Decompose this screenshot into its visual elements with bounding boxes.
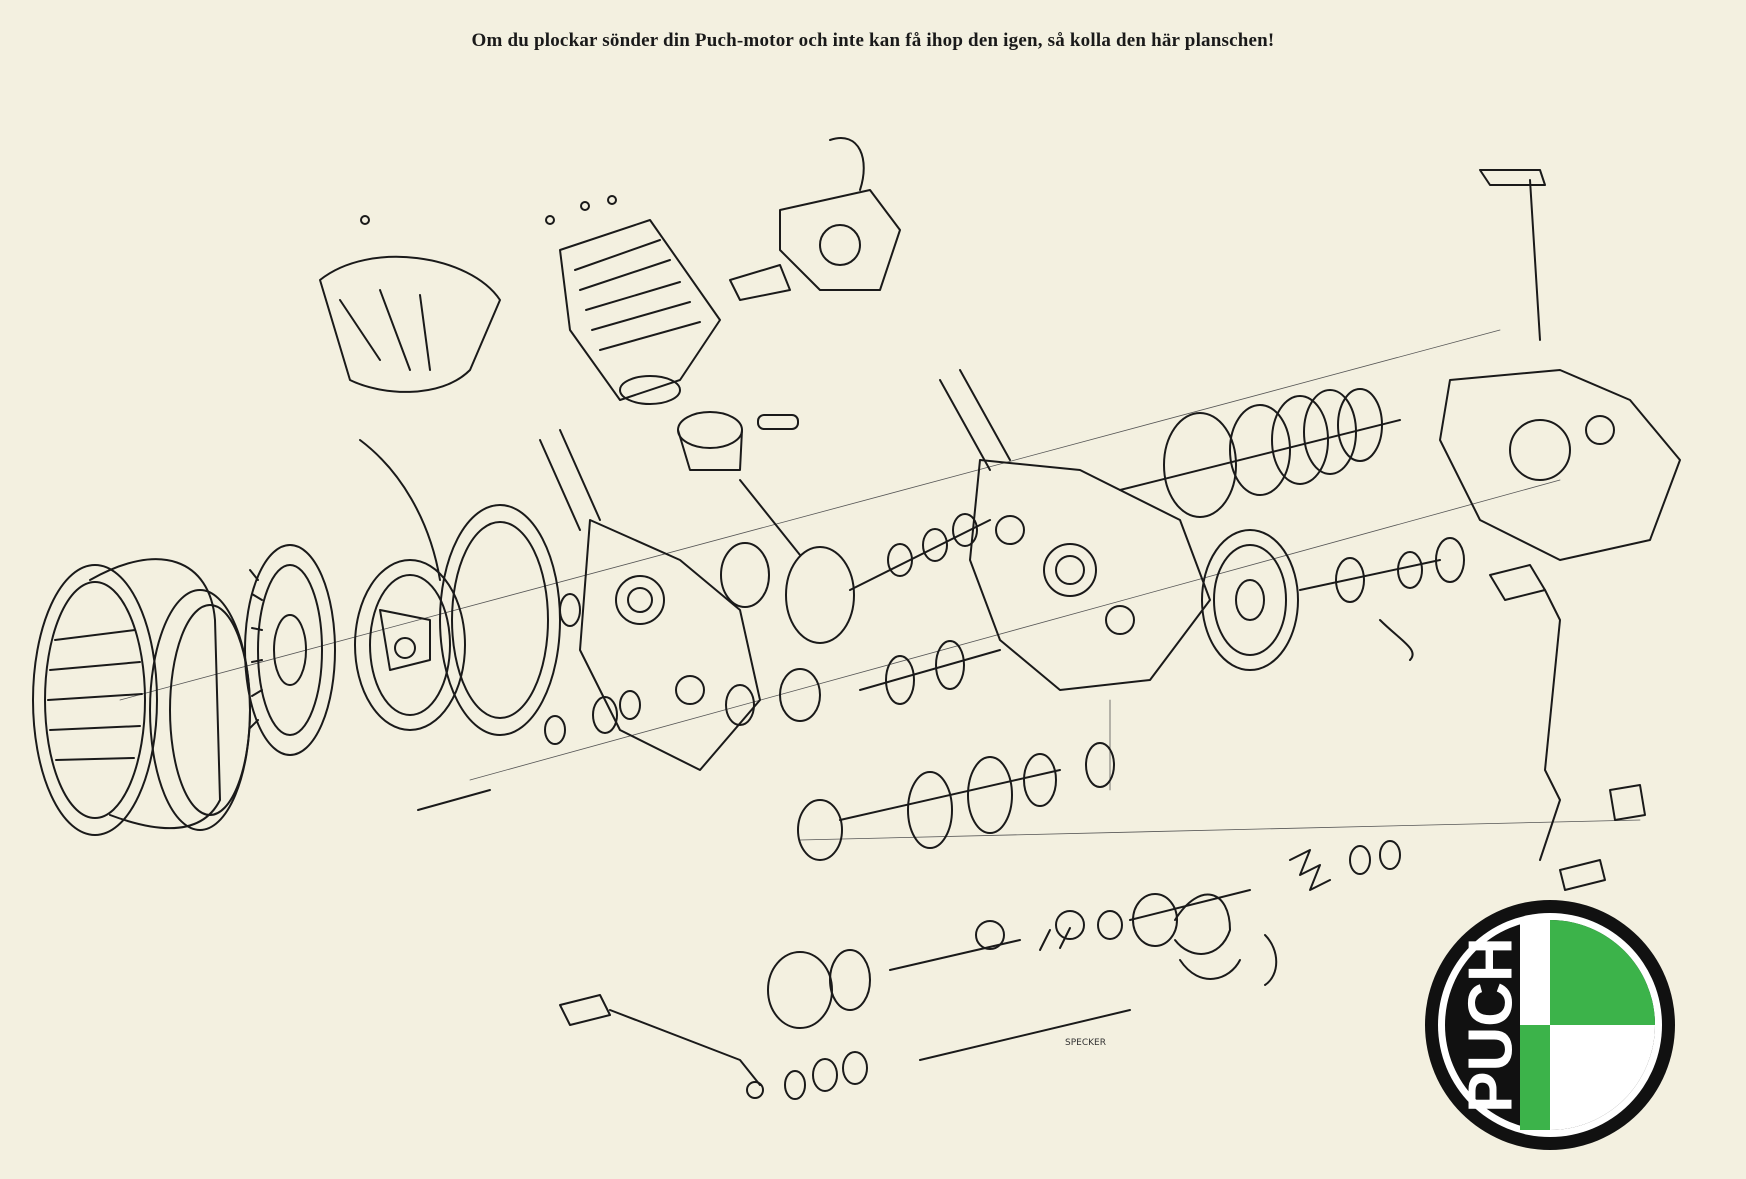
artist-signature: SPECKER — [1065, 1038, 1106, 1048]
clutch-assembly — [1119, 388, 1401, 518]
cooling-fan — [244, 544, 336, 756]
headline: Om du plockar sönder din Puch-motor och … — [471, 30, 1275, 51]
pedal-lever — [1379, 564, 1646, 891]
left-crankcase — [539, 429, 761, 771]
kickstart-shaft — [767, 889, 1251, 1061]
carburettor — [729, 137, 901, 301]
logo-text: PUCH — [1456, 937, 1525, 1113]
cylinder-shroud — [319, 215, 501, 393]
cylinder — [545, 195, 721, 405]
clutch-cover — [1439, 169, 1681, 561]
fan-cover — [32, 558, 251, 836]
washers-and-chain — [784, 910, 1241, 1100]
springs — [1264, 840, 1401, 986]
assembly-guide-lines — [119, 329, 1641, 841]
piston — [677, 411, 801, 556]
crankshaft — [720, 513, 991, 644]
right-crankcase — [939, 369, 1211, 691]
gear-cluster — [797, 640, 1115, 861]
primary-gear — [1201, 529, 1465, 671]
flywheel-magneto — [354, 439, 561, 736]
small-bearings-left — [417, 593, 821, 811]
kickstart-lever — [559, 994, 764, 1099]
